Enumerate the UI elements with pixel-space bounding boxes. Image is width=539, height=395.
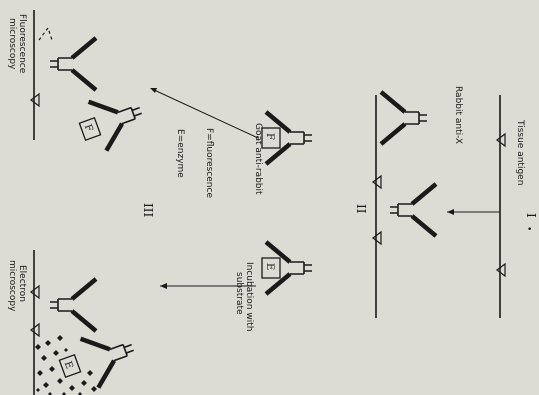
fluorescence-marker-letter: F (82, 123, 95, 133)
stage-ii-numeral: II (354, 204, 368, 214)
antigen-triangle (31, 94, 39, 106)
enzyme-marker-letter: E (264, 263, 275, 270)
tissue-antigen-label: Tissue antigen (515, 119, 525, 185)
dashed-antigen (39, 28, 52, 40)
stage-i-panel: Tissue antigen Rabbit anti-X I • (381, 86, 538, 318)
fluorescence-result-panel: F Fluorescence microscopy (7, 10, 150, 151)
bound-primary-antibody (50, 279, 96, 331)
antigen-triangle (373, 176, 381, 188)
antigen-triangle (31, 324, 39, 336)
electron-microscopy-line2: microscopy (7, 260, 17, 312)
electron-result-panel: E Electron microscopy (7, 250, 142, 395)
incubation-label-line2: substrate (234, 272, 244, 315)
e-enzyme-label: E=enzyme (175, 129, 185, 178)
antigen-triangle (497, 134, 505, 146)
goat-anti-rabbit-label: Goat anti-rabbit (253, 123, 263, 195)
electron-microscopy-line1: Electron (17, 265, 27, 302)
bound-primary-antibody (390, 184, 436, 236)
enzyme-marker-letter: E (62, 360, 75, 371)
rabbit-anti-x-antibody (381, 92, 427, 144)
bound-secondary-e-antibody (81, 323, 142, 388)
rabbit-anti-x-label: Rabbit anti-X (453, 86, 463, 144)
arrow-i-to-ii (447, 209, 500, 215)
f-fluorescence-label: F=fluorescence (204, 128, 214, 198)
scan-dot: • (527, 225, 532, 235)
stage-i-numeral: I (524, 213, 538, 218)
antigen-triangle (31, 286, 39, 298)
bound-primary-antibody (50, 38, 96, 90)
arrow-to-fluorescence (150, 88, 258, 138)
antigen-triangle (373, 232, 381, 244)
stage-iii-numeral: III (141, 203, 155, 217)
bound-secondary-f-antibody (89, 86, 150, 151)
incubation-label-line1: Incubation with (244, 262, 254, 331)
antigen-triangle (497, 264, 505, 276)
fluorescence-marker-letter: F (264, 133, 275, 140)
fluorescence-microscopy-line1: Fluorescence (17, 14, 27, 74)
fluorescence-microscopy-line2: microscopy (7, 18, 17, 70)
